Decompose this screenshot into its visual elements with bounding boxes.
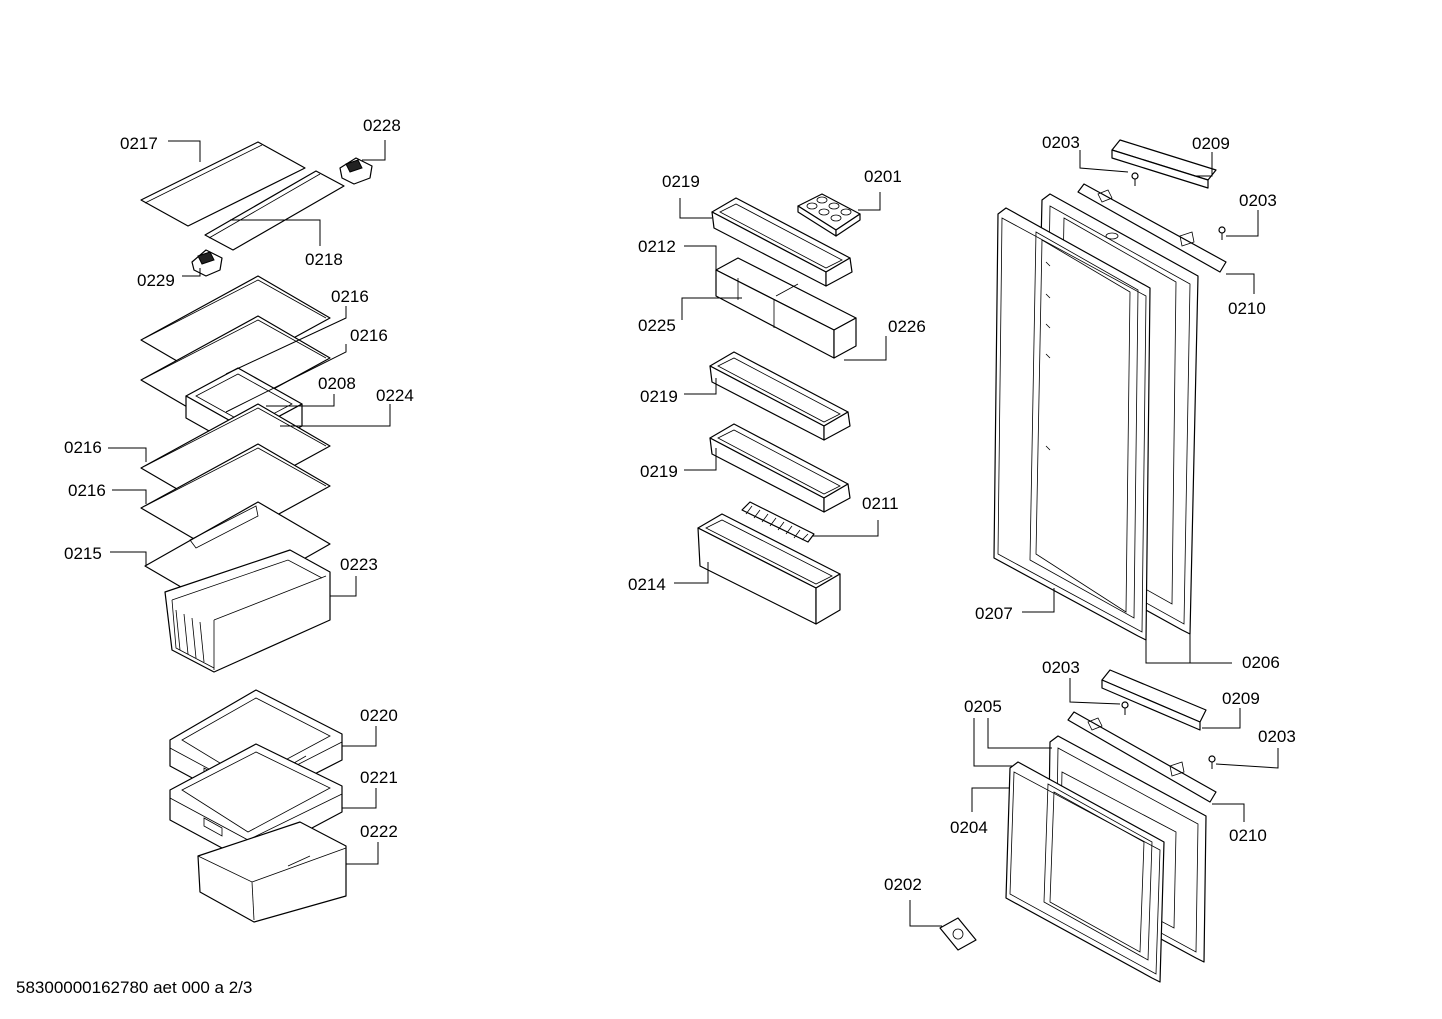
right-column-parts bbox=[939, 139, 1227, 983]
callout-0209-b: 0209 bbox=[1222, 689, 1260, 708]
part-0225-compartment bbox=[715, 257, 857, 359]
part-0217-shelf bbox=[140, 141, 306, 227]
callout-0216-d: 0216 bbox=[68, 481, 106, 500]
callout-0221: 0221 bbox=[360, 768, 398, 787]
callout-0205: 0205 bbox=[964, 697, 1002, 716]
callout-0212: 0212 bbox=[638, 237, 676, 256]
part-0214-bottle-shelf bbox=[697, 513, 841, 625]
callout-0206: 0206 bbox=[1242, 653, 1280, 672]
callout-0228: 0228 bbox=[363, 116, 401, 135]
callout-0210-b: 0210 bbox=[1229, 826, 1267, 845]
part-0219-door-shelf-2 bbox=[709, 351, 851, 441]
callout-0202: 0202 bbox=[884, 875, 922, 894]
callout-0219-a: 0219 bbox=[662, 172, 700, 191]
callout-0223: 0223 bbox=[340, 555, 378, 574]
callout-0203-c: 0203 bbox=[1042, 658, 1080, 677]
callout-0222: 0222 bbox=[360, 822, 398, 841]
part-0228-clip bbox=[339, 157, 373, 185]
part-0222-drawer bbox=[197, 821, 347, 923]
callout-0216-b: 0216 bbox=[350, 326, 388, 345]
part-0203-screw-4 bbox=[1208, 755, 1216, 769]
callout-0211: 0211 bbox=[862, 494, 899, 513]
callout-0214: 0214 bbox=[628, 575, 666, 594]
callout-0216-c: 0216 bbox=[64, 438, 102, 457]
part-0203-screw-3 bbox=[1121, 701, 1129, 715]
part-0210-hinge-bottom bbox=[1067, 711, 1217, 803]
document-reference-footer: 58300000162780 aet 000 a 2/3 bbox=[16, 978, 253, 997]
part-0209-hinge-cover-bottom bbox=[1101, 669, 1207, 731]
callout-0210-a: 0210 bbox=[1228, 299, 1266, 318]
part-0218-shelf bbox=[204, 170, 345, 251]
part-0203-screw-2 bbox=[1218, 226, 1226, 240]
callout-0218: 0218 bbox=[305, 250, 343, 269]
callout-0224: 0224 bbox=[376, 386, 414, 405]
callout-0201: 0201 bbox=[864, 167, 902, 186]
part-0202-control bbox=[939, 917, 977, 951]
callout-0219-c: 0219 bbox=[640, 462, 678, 481]
callout-0203-a: 0203 bbox=[1042, 133, 1080, 152]
callout-0209-a: 0209 bbox=[1192, 134, 1230, 153]
part-0211-bottle-holder bbox=[741, 501, 815, 543]
part-0201-egg-tray bbox=[797, 193, 861, 237]
part-0210-hinge-top bbox=[1077, 183, 1227, 273]
callout-0220: 0220 bbox=[360, 706, 398, 725]
part-0204-freezer-seal bbox=[1005, 761, 1165, 983]
part-0209-hinge-cover-top bbox=[1111, 139, 1217, 189]
callout-0204: 0204 bbox=[950, 818, 988, 837]
callout-0207: 0207 bbox=[975, 604, 1013, 623]
callout-0203-d: 0203 bbox=[1258, 727, 1296, 746]
part-0223-crisper bbox=[164, 549, 331, 673]
callout-0226: 0226 bbox=[888, 317, 926, 336]
leader-lines bbox=[108, 140, 1279, 927]
callout-0229: 0229 bbox=[137, 271, 175, 290]
part-0219-door-shelf-1 bbox=[711, 197, 853, 287]
callout-labels: 0217 0228 0218 0229 0216 0216 0208 0224 … bbox=[64, 116, 1296, 894]
callout-0216-a: 0216 bbox=[331, 287, 369, 306]
part-0216-shelf-4 bbox=[140, 443, 331, 551]
part-0219-door-shelf-3 bbox=[709, 423, 851, 513]
callout-0203-b: 0203 bbox=[1239, 191, 1277, 210]
callout-0219-b: 0219 bbox=[640, 387, 678, 406]
part-0229-clip bbox=[191, 249, 223, 277]
callout-0225: 0225 bbox=[638, 316, 676, 335]
callout-0208: 0208 bbox=[318, 374, 356, 393]
part-0203-screw-1 bbox=[1131, 172, 1139, 186]
callout-0215: 0215 bbox=[64, 544, 102, 563]
callout-0217: 0217 bbox=[120, 134, 158, 153]
middle-column-parts bbox=[697, 193, 861, 625]
